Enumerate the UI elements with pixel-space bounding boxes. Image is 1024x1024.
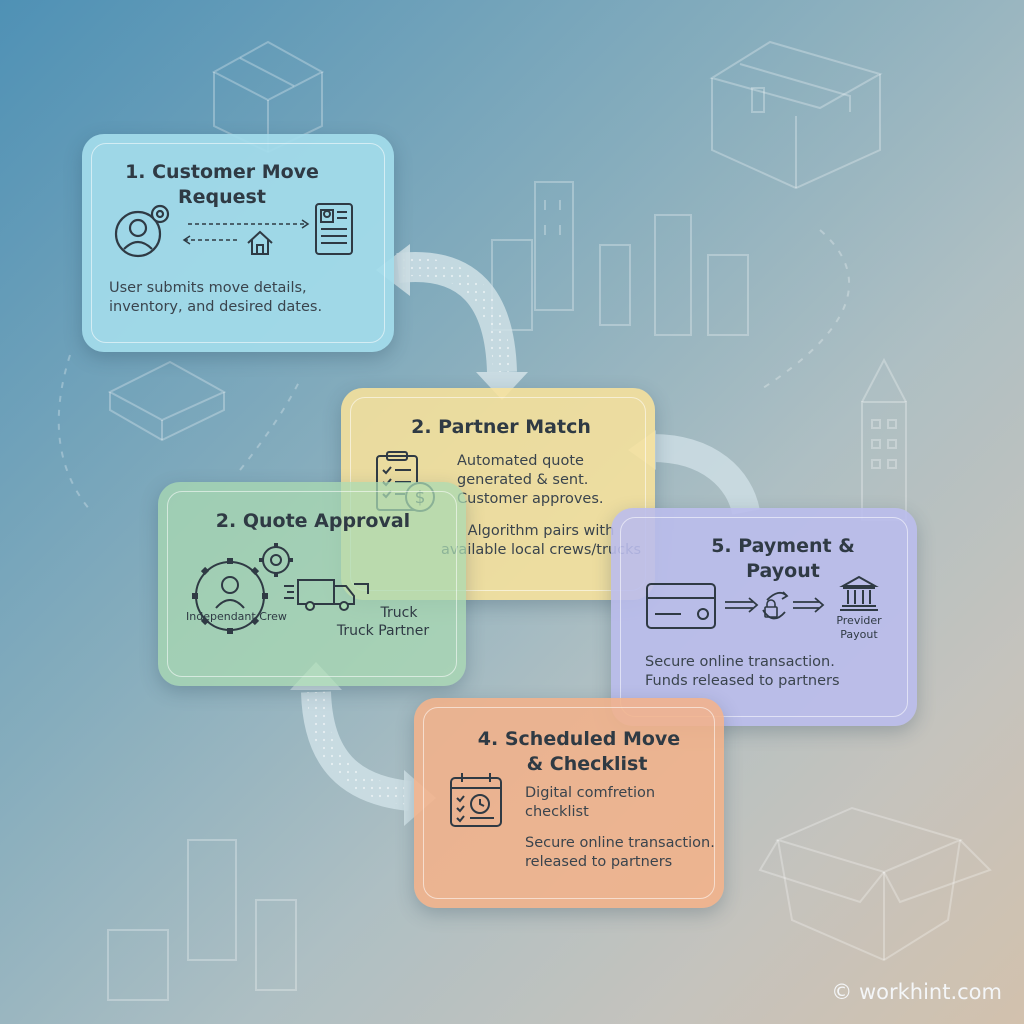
step-customer-request-card: 1. Customer Move Request [82, 134, 394, 352]
step-title-text: 2. Partner Match [411, 416, 591, 438]
exchange-arrows [182, 219, 310, 245]
description-line: User submits move details, [109, 280, 307, 296]
text-line: Automated quote [457, 453, 584, 469]
step-title: 4. Scheduled Move & Checklist [454, 727, 704, 777]
padlock-icon [764, 599, 778, 618]
text-line: checklist [525, 804, 589, 820]
text-line: available local crews/trucks [440, 542, 642, 558]
step-text-secondary: Algorithm pairs with available local cre… [431, 522, 651, 560]
box-icon [107, 360, 227, 442]
building-icon [491, 181, 749, 336]
truck-label: Truck Truck Partner [318, 604, 448, 640]
provider-payout-label: Previder Payout [825, 614, 893, 642]
crew-label: Independant Crew [186, 610, 287, 623]
text-line: generated & sent. [457, 472, 589, 488]
arrow-request-to-match [376, 244, 528, 400]
box-icon [758, 806, 992, 962]
truck-label-line: Truck Partner [336, 623, 430, 639]
calendar-clock-icon [450, 773, 502, 827]
text-line: Secure online transaction. [525, 835, 715, 851]
description-line: Secure online transaction. [645, 654, 835, 670]
watermark: © workhint.com [831, 980, 1002, 1004]
step-scheduled-move-card: 4. Scheduled Move & Checklist Digital co… [414, 698, 724, 908]
step-title: 2. Partner Match [381, 415, 621, 440]
text-line: Customer approves. [457, 491, 604, 507]
credit-card-icon [646, 583, 716, 629]
truck-icon [284, 579, 369, 611]
description-line: Funds released to partners [645, 673, 840, 689]
step-title: 1. Customer Move Request [122, 160, 322, 210]
step-title-text: 5. Payment & Payout [711, 535, 855, 582]
user-location-icon [114, 204, 170, 258]
step-description: User submits move details, inventory, an… [109, 279, 379, 317]
step-payment-card: 5. Payment & Payout [611, 508, 917, 726]
provider-label-line: Previder [836, 614, 882, 627]
building-icon [107, 839, 297, 1001]
text-line: Digital comfretion [525, 785, 656, 801]
profile-document-icon [315, 203, 353, 255]
text-line: released to partners [525, 854, 673, 870]
step-title: 5. Payment & Payout [651, 534, 891, 584]
step-title-text: 2. Quote Approval [215, 510, 411, 532]
step-title-line: 4. Scheduled Move [477, 728, 681, 750]
truck-label-line: Truck [380, 605, 418, 621]
step-title-line: & Checklist [526, 753, 648, 775]
house-icon [247, 230, 273, 255]
description-line: inventory, and desired dates. [109, 299, 323, 315]
step-text-primary: Digital comfretion checklist [525, 784, 705, 822]
step-quote-approval-card: 2. Quote Approval [158, 482, 466, 686]
text-line: Algorithm pairs with [467, 523, 615, 539]
bank-icon [839, 575, 879, 611]
step-title-text: 1. Customer Move Request [125, 161, 319, 208]
step-title: 2. Quote Approval [198, 509, 428, 534]
gear-user-icon [192, 543, 293, 634]
box-icon [709, 40, 883, 190]
step-description: Secure online transaction. Funds release… [645, 653, 895, 691]
step-text-primary: Automated quote generated & sent. Custom… [457, 452, 647, 509]
step-text-secondary: Secure online transaction. released to p… [525, 834, 715, 872]
provider-label-line: Payout [840, 628, 878, 641]
